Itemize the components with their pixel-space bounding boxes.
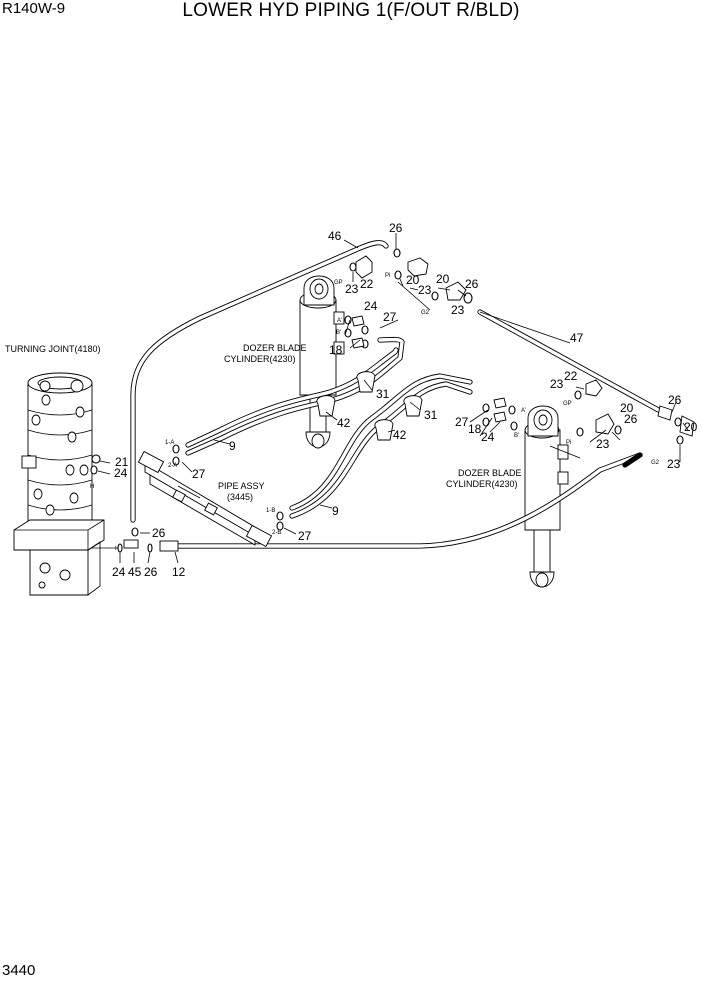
callout-22: 22 [360,277,374,291]
callout-26: 26 [668,393,682,407]
callout-23: 23 [550,377,564,391]
callout-9: 9 [229,439,236,453]
port-i: I [115,546,117,552]
callout-47: 47 [570,331,584,345]
port-a-left: A' [337,318,342,324]
hoses [130,240,665,549]
port-2b: 2-B [272,530,281,536]
port-gp-right: GP [563,401,572,407]
pipe-assy-label-2: (3445) [227,492,253,502]
callout-18: 18 [468,422,482,436]
callout-27: 27 [383,310,397,324]
callout-21: 21 [115,455,129,469]
leader-lines [97,233,689,564]
dozer-cyl-left-label-2: CYLINDER(4230) [224,354,296,364]
callout-20: 20 [620,401,634,415]
dozer-cyl-left-label-1: DOZER BLADE [243,343,307,353]
port-1a: 1-A [165,440,174,446]
port-g2-right: G2 [651,460,660,466]
dozer-cyl-right-label-1: DOZER BLADE [458,468,522,478]
callout-23: 23 [596,437,610,451]
callout-23: 23 [451,303,465,317]
port-1b: 1-B [266,508,275,514]
page-number: 3440 [2,962,36,979]
callout-27: 27 [192,467,206,481]
dozer-cyl-right-label-2: CYLINDER(4230) [446,479,518,489]
port-gp-left: GP [334,280,343,286]
callout-45: 45 [128,565,142,579]
callout-26: 26 [389,221,403,235]
callout-23: 23 [345,282,359,296]
callout-27: 27 [298,529,312,543]
callout-26: 26 [144,565,158,579]
port-g2-left: G2 [421,310,430,316]
callout-42: 42 [337,416,351,430]
clamps [316,371,423,441]
port-b-right: B' [514,433,519,439]
callout-26: 26 [624,412,638,426]
callout-31: 31 [424,408,438,422]
callout-9: 9 [332,504,339,518]
callout-20: 20 [436,272,450,286]
callout-31: 31 [376,387,390,401]
callout-18: 18 [329,343,343,357]
port-a-right: A' [521,408,526,414]
callout-23: 23 [667,457,681,471]
port-h: H [90,484,94,490]
page-title: LOWER HYD PIPING 1(F/OUT R/BLD) [182,0,520,21]
port-2a: 2-A [168,463,177,469]
callout-24: 24 [364,299,378,313]
callout-20: 20 [684,420,698,434]
pipe-assy [137,450,273,548]
fittings [90,248,695,553]
turning-joint [13,372,118,596]
port-pi-left: Pi [385,273,390,279]
callout-22: 22 [564,369,578,383]
callout-46: 46 [328,229,342,243]
port-b-left: B' [336,330,341,336]
callout-42: 42 [393,428,407,442]
turning-joint-label: TURNING JOINT(4180) [5,344,101,354]
callout-24: 24 [481,430,495,444]
callout-24: 24 [114,466,128,480]
callout-24: 24 [112,565,126,579]
callout-26: 26 [152,526,166,540]
callout-12: 12 [172,565,186,579]
callout-23: 23 [418,283,432,297]
pipe-assy-label-1: PIPE ASSY [218,481,265,491]
callout-26: 26 [465,277,479,291]
callout-27: 27 [455,415,469,429]
callout-20: 20 [406,273,420,287]
model-code: R140W-9 [2,0,66,17]
port-pi-right: Pi [566,440,571,446]
